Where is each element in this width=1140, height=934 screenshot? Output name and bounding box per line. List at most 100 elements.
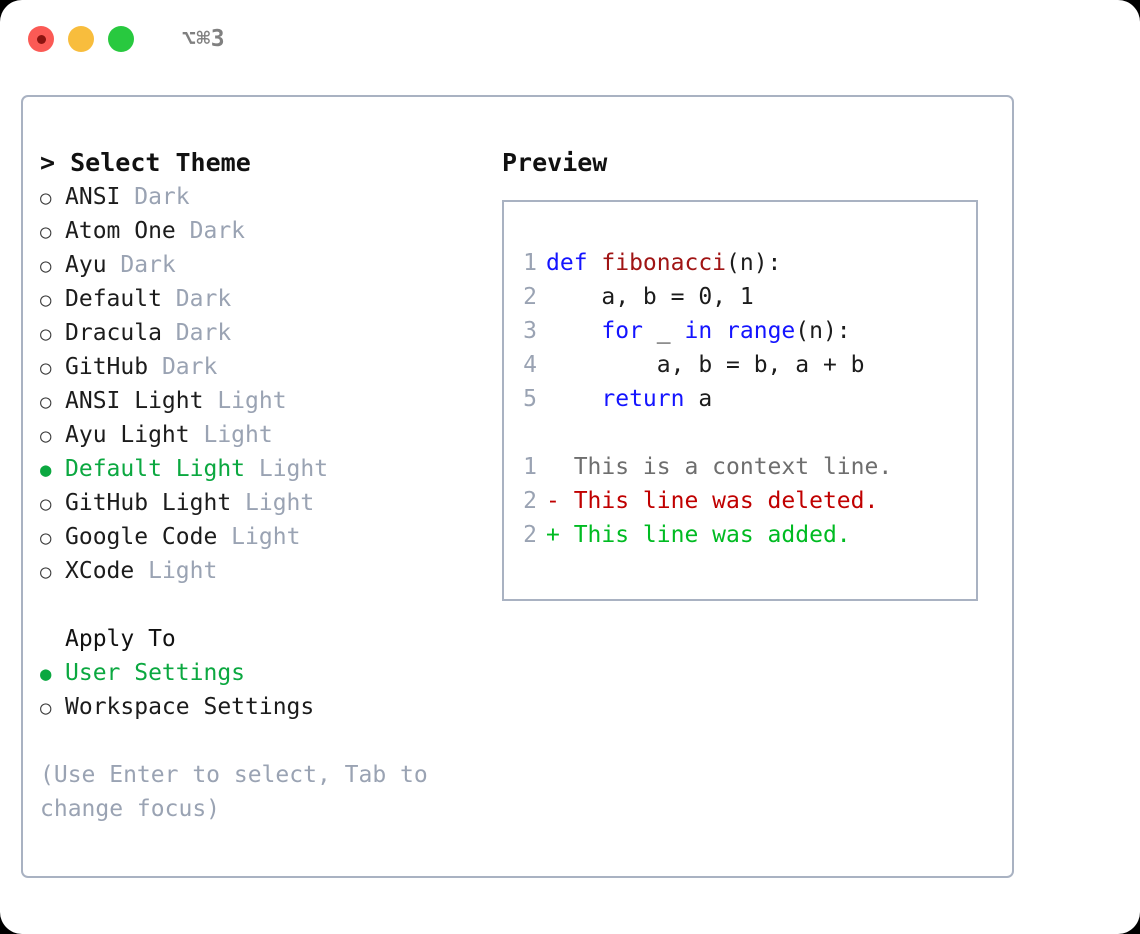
line-number: 5 [523, 386, 537, 412]
close-button[interactable] [28, 26, 54, 52]
theme-variant-badge: Dark [120, 184, 190, 210]
theme-picker-dialog: > Select Theme ○ANSI Dark○Atom One Dark○… [21, 95, 1014, 878]
theme-list-item[interactable]: ○ANSI Light Light [40, 384, 485, 418]
line-number: 2 [523, 522, 537, 548]
theme-list-item[interactable]: ○ ANSI Dark [40, 180, 485, 214]
theme-selection-column: > Select Theme ○ANSI Dark○Atom One Dark○… [23, 97, 485, 876]
theme-list-item[interactable]: ○GitHub Dark [40, 350, 485, 384]
apply-to-item[interactable]: ○ Workspace Settings [40, 690, 485, 724]
code-token: return [601, 386, 685, 412]
theme-name: GitHub Light [65, 490, 232, 516]
theme-name: Atom One [65, 218, 176, 244]
theme-name: Dracula [65, 320, 162, 346]
theme-variant-badge: Light [134, 558, 218, 584]
diff-sample: 1 This is a context line. 2 - This line wa… [516, 450, 976, 552]
radio-unselected-icon[interactable]: ○ [40, 255, 52, 277]
theme-variant-badge: Light [245, 456, 329, 482]
theme-name: Default Light [65, 456, 246, 482]
code-line: 1 def fibonacci(n): [516, 246, 976, 280]
theme-name: Ayu Light [65, 422, 190, 448]
title-text: Select Theme [70, 148, 251, 177]
theme-list-item[interactable]: ○Atom One Dark [40, 214, 485, 248]
code-line-text: def fibonacci(n): [546, 246, 781, 280]
code-line: 2 a, b = 0, 1 [516, 280, 976, 314]
code-token: def [546, 250, 602, 276]
code-line: 5 return a [516, 382, 976, 416]
minimize-button[interactable] [68, 26, 94, 52]
theme-name: GitHub [65, 354, 149, 380]
theme-name: XCode [65, 558, 135, 584]
theme-name: ANSI [65, 184, 121, 210]
theme-list-item[interactable]: ○ XCode Light [40, 554, 485, 588]
apply-to-title: Apply To [65, 626, 176, 652]
radio-selected-icon[interactable]: ● [40, 663, 52, 685]
diff-line-text: - This line was deleted. [546, 488, 879, 514]
radio-unselected-icon[interactable]: ○ [40, 187, 52, 209]
theme-list-item[interactable]: ○Dracula Dark [40, 316, 485, 350]
theme-variant-badge: Light [217, 524, 301, 550]
theme-variant-badge: Dark [161, 286, 232, 312]
code-line: 4 a, b = b, a + b [516, 348, 976, 382]
code-token: _ [642, 318, 685, 344]
theme-list-item[interactable]: ○ Google Code Light [40, 520, 485, 554]
title-bar: ⌥⌘3 [0, 0, 1140, 78]
theme-name: Google Code [65, 524, 218, 550]
line-number: 1 [523, 250, 537, 276]
radio-unselected-icon[interactable]: ○ [40, 493, 52, 515]
theme-list-item[interactable]: ○ Default Dark [40, 282, 485, 316]
code-token: a, b = b, a + b [546, 352, 865, 378]
theme-list-item[interactable]: ● Default Light Light [40, 452, 485, 486]
radio-unselected-icon[interactable]: ○ [40, 425, 52, 447]
list-gap [40, 588, 485, 622]
code-diff-gap [516, 416, 976, 450]
code-line-text: a, b = 0, 1 [546, 280, 754, 314]
code-token: for [601, 318, 643, 344]
diff-line: 2 - This line was deleted. [516, 484, 976, 518]
radio-unselected-icon[interactable]: ○ [40, 391, 52, 413]
diff-line: 2 + This line was added. [516, 518, 976, 552]
radio-unselected-icon[interactable]: ○ [40, 527, 52, 549]
line-number: 2 [523, 488, 537, 514]
code-token: a, b = 0, 1 [546, 284, 754, 310]
line-number: 4 [523, 352, 537, 378]
theme-list-item[interactable]: ○ GitHub Light Light [40, 486, 485, 520]
code-token [546, 318, 601, 344]
apply-to-label: User Settings [65, 660, 246, 686]
radio-unselected-icon[interactable]: ○ [40, 221, 52, 243]
diff-line-text: + This line was added. [546, 522, 851, 548]
code-line: 3 for _ in range(n): [516, 314, 976, 348]
code-token: fibonacci [601, 250, 727, 276]
code-token: (n): [795, 318, 851, 344]
radio-unselected-icon[interactable]: ○ [40, 357, 52, 379]
theme-name: ANSI Light [65, 388, 204, 414]
radio-unselected-icon[interactable]: ○ [40, 697, 52, 719]
code-token [546, 386, 601, 412]
radio-selected-icon[interactable]: ● [40, 459, 52, 481]
code-token: (n): [726, 250, 782, 276]
zoom-button[interactable] [108, 26, 134, 52]
line-number: 3 [523, 318, 537, 344]
radio-unselected-icon[interactable]: ○ [40, 561, 52, 583]
code-token: a [684, 386, 713, 412]
theme-name: Default [65, 286, 162, 312]
apply-to-label: Workspace Settings [65, 694, 315, 720]
line-number: 1 [523, 454, 537, 480]
theme-list-item[interactable]: ○Ayu Light Light [40, 418, 485, 452]
theme-list: ○ANSI Dark○Atom One Dark○Ayu Dark○Defaul… [40, 180, 485, 588]
theme-list-item[interactable]: ○Ayu Dark [40, 248, 485, 282]
apply-to-heading: ○Apply To [40, 622, 485, 656]
radio-unselected-icon[interactable]: ○ [40, 323, 52, 345]
theme-variant-badge: Dark [106, 252, 176, 278]
code-token: in range [684, 318, 796, 344]
diff-line-text: This is a context line. [546, 454, 893, 480]
apply-to-item[interactable]: ● User Settings [40, 656, 485, 690]
apply-to-list: ● User Settings ○ Workspace Settings [40, 656, 485, 724]
code-line-text: return a [546, 382, 712, 416]
radio-unselected-icon[interactable]: ○ [40, 289, 52, 311]
theme-variant-badge: Light [231, 490, 315, 516]
shortcut-label: ⌥⌘3 [182, 26, 226, 52]
